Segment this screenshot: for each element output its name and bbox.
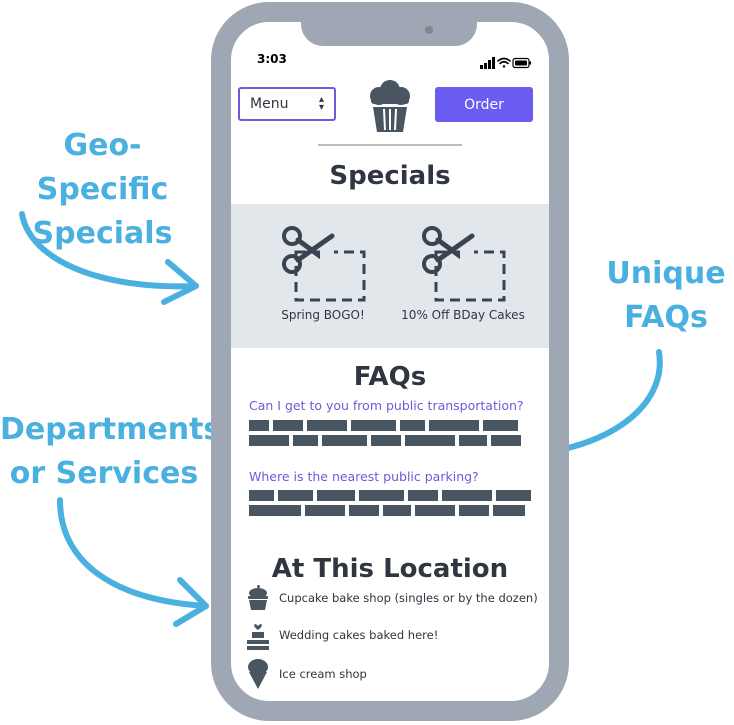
ice-cream-icon	[245, 659, 271, 689]
camera-dot	[425, 26, 433, 34]
faq-answer-placeholder	[249, 490, 531, 520]
faq-question[interactable]: Can I get to you from public transportat…	[249, 398, 524, 413]
faq-answer-placeholder	[249, 420, 521, 450]
status-time: 3:03	[257, 52, 287, 66]
coupon-spring-bogo[interactable]: Spring BOGO!	[253, 224, 393, 322]
phone-frame: 3:03 Menu ▴▾	[211, 2, 569, 721]
cupcake-icon	[245, 585, 271, 611]
location-item: Wedding cakes baked here!	[245, 620, 438, 650]
menu-select[interactable]: Menu ▴▾	[238, 87, 336, 121]
callout-departments: Departments or Services	[0, 412, 222, 491]
coupon-scissors-icon	[282, 226, 366, 302]
location-item: Cupcake bake shop (singles or by the doz…	[245, 585, 538, 611]
status-icons	[480, 54, 532, 73]
faqs-title: FAQs	[353, 362, 427, 392]
order-button[interactable]: Order	[435, 87, 533, 122]
wifi-icon	[497, 57, 511, 68]
location-item-label: Cupcake bake shop (singles or by the doz…	[279, 591, 538, 605]
arrow-dept-head	[173, 577, 209, 627]
specials-title: Specials	[329, 161, 451, 191]
coupon-label: 10% Off BDay Cakes	[401, 308, 525, 322]
arrow-dept	[57, 497, 209, 609]
coupon-label: Spring BOGO!	[281, 308, 365, 322]
location-item-label: Wedding cakes baked here!	[279, 628, 439, 642]
callout-unique-faqs: Unique FAQs	[606, 256, 726, 335]
callout-geo-specials: Geo-Specific Specials	[32, 128, 173, 251]
cupcake-logo-icon[interactable]	[365, 80, 415, 138]
coupon-bday-cakes[interactable]: 10% Off BDay Cakes	[393, 224, 533, 322]
location-title: At This Location	[271, 554, 509, 584]
arrow-geo-head	[161, 259, 199, 305]
coupon-scissors-icon	[422, 226, 506, 302]
specials-section: Spring BOGO! 10% Off BDay Cakes	[231, 204, 549, 348]
phone-notch	[301, 22, 477, 46]
signal-icon	[480, 57, 495, 69]
faq-question[interactable]: Where is the nearest public parking?	[249, 469, 479, 484]
wedding-cake-icon	[245, 620, 271, 650]
header-divider	[318, 144, 462, 146]
location-item: Ice cream shop	[245, 659, 367, 689]
location-item-label: Ice cream shop	[279, 667, 367, 681]
select-arrows-icon: ▴▾	[318, 94, 324, 113]
battery-icon	[512, 57, 531, 69]
menu-label: Menu	[250, 96, 289, 112]
